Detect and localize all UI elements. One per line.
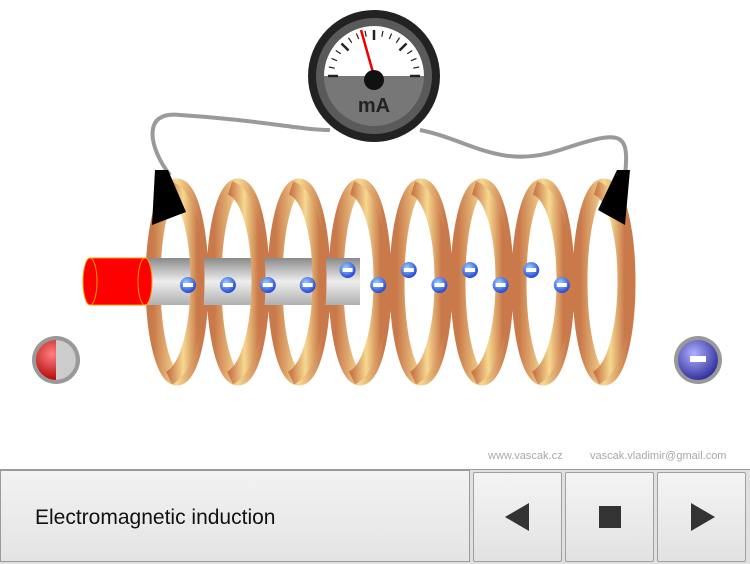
previous-button[interactable]: [473, 472, 562, 562]
triangle-right-icon: [690, 503, 715, 531]
right-button[interactable]: [674, 336, 722, 384]
induction-scene: mA: [32, 10, 722, 386]
minus-icon: [222, 283, 233, 287]
left-clip: [152, 170, 186, 225]
electron: [492, 277, 509, 293]
electron: [462, 262, 478, 278]
control-panel: Electromagnetic induction: [0, 469, 750, 564]
electron: [523, 262, 540, 278]
minus-icon: [526, 268, 537, 272]
meter-tick: [413, 66, 420, 69]
stop-button[interactable]: [565, 472, 654, 562]
minus-icon: [183, 283, 193, 287]
meter-tick: [406, 49, 413, 55]
electron: [180, 277, 196, 293]
electron: [219, 277, 236, 293]
minus-icon: [403, 268, 414, 272]
wire: [150, 112, 629, 177]
meter-tick: [398, 42, 408, 52]
meter-tick: [347, 37, 353, 44]
electron: [431, 277, 448, 293]
minus-icon: [434, 283, 445, 287]
coil-turn-front: [225, 181, 266, 385]
next-button[interactable]: [657, 472, 746, 562]
website-credit[interactable]: www.vascak.cz: [488, 450, 563, 462]
electron: [299, 277, 316, 293]
minus-icon: [556, 283, 567, 287]
electron: [553, 277, 570, 293]
meter-tick: [395, 37, 401, 44]
meter-needle: [359, 29, 376, 77]
triangle-left-icon: [504, 503, 529, 531]
meter-tick: [331, 57, 338, 62]
meter-tick: [410, 57, 417, 62]
meter-tick: [381, 30, 384, 37]
minus-icon: [302, 283, 313, 287]
meter-tick: [335, 49, 342, 55]
right-clip: [598, 170, 630, 225]
meter-tick: [388, 33, 393, 40]
meter-tick: [328, 66, 335, 69]
left-button[interactable]: [32, 336, 80, 384]
meter-tick: [340, 42, 350, 52]
electrons: [180, 262, 570, 293]
coil-turn-front: [286, 181, 327, 385]
minus-icon: [373, 283, 384, 287]
electron: [400, 262, 417, 278]
meter-tick: [355, 33, 360, 40]
minus-icon: [262, 283, 273, 287]
minus-icon: [495, 283, 506, 287]
minus-icon: [690, 356, 706, 362]
minus-icon: [342, 268, 353, 272]
square-stop-icon: [598, 506, 621, 528]
meter-tick: [364, 30, 367, 37]
meter-unit: mA: [358, 95, 390, 117]
title-box: Electromagnetic induction: [0, 470, 470, 562]
electron: [259, 277, 276, 293]
electron: [370, 277, 387, 293]
electron: [339, 262, 356, 278]
simulation-title: Electromagnetic induction: [35, 506, 276, 529]
minus-icon: [465, 268, 475, 272]
email-credit[interactable]: vascak.vladimir@gmail.com: [590, 450, 727, 462]
milliammeter: mA: [308, 10, 440, 142]
coil-turn-front: [164, 181, 205, 385]
